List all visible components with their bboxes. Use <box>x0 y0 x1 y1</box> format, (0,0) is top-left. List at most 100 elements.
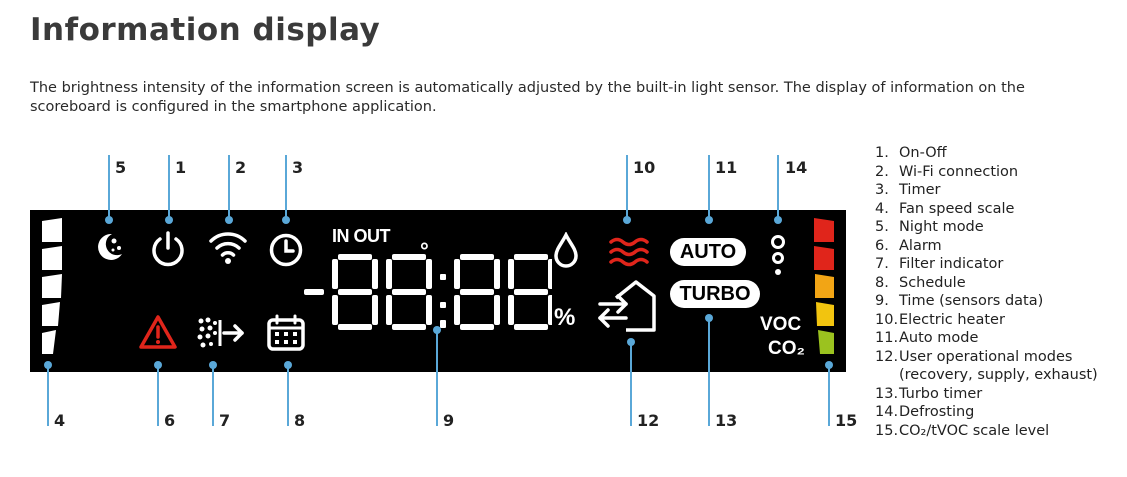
legend-item: 12.User operational modes <box>875 348 1098 367</box>
legend-item-text: Auto mode <box>899 330 979 346</box>
callout-number-15: 15 <box>835 411 858 430</box>
legend-item: 7. Filter indicator <box>875 255 1098 274</box>
callout-dot-11 <box>705 216 713 224</box>
legend-item: 3. Timer <box>875 181 1098 200</box>
callout-dot-1 <box>165 216 173 224</box>
alarm-icon <box>139 315 177 349</box>
auto-mode-badge: AUTO <box>670 238 746 266</box>
callout-dot-13 <box>705 314 713 322</box>
intro-text: The brightness intensity of the informat… <box>30 80 1025 115</box>
callout-dot-14 <box>774 216 782 224</box>
operational-mode-icon <box>598 280 656 332</box>
callout-number-13: 13 <box>715 411 738 430</box>
callout-line-10 <box>626 155 628 220</box>
legend-item-text: Timer <box>899 182 941 198</box>
legend-item-number: 13. <box>875 385 899 402</box>
callout-line-4 <box>47 366 49 426</box>
callout-dot-2 <box>225 216 233 224</box>
display-panel: IN OUT <box>30 210 846 372</box>
callout-dot-8 <box>284 361 292 369</box>
callout-line-9 <box>436 330 438 426</box>
legend-item: 11.Auto mode <box>875 329 1098 348</box>
callout-number-3: 3 <box>292 158 304 177</box>
timer-icon <box>269 233 303 267</box>
callout-dot-7 <box>209 361 217 369</box>
callout-number-10: 10 <box>633 158 656 177</box>
callout-number-7: 7 <box>219 411 231 430</box>
time-digits <box>304 254 552 330</box>
callout-dot-12 <box>627 338 635 346</box>
legend-item-number: 5. <box>875 219 889 235</box>
legend-item-text: CO₂/tVOC scale level <box>899 422 1050 439</box>
callout-line-14 <box>777 155 779 220</box>
legend-item-text: Defrosting <box>899 404 975 420</box>
callout-dot-3 <box>282 216 290 224</box>
defrosting-icon <box>771 235 785 275</box>
legend-item-text: Night mode <box>899 219 984 235</box>
legend-item: (recovery, supply, exhaust) <box>875 366 1098 385</box>
callout-line-7 <box>212 366 214 426</box>
legend-item: 8. Schedule <box>875 274 1098 293</box>
legend-item-text: Fan speed scale <box>899 200 1015 217</box>
legend-item: 1. On-Off <box>875 144 1098 163</box>
callout-dot-9 <box>433 326 441 334</box>
callout-number-14: 14 <box>785 158 808 177</box>
callout-line-2 <box>228 155 230 220</box>
legend-item-text: Schedule <box>899 274 966 291</box>
callout-dot-5 <box>105 216 113 224</box>
callout-line-12 <box>630 343 632 426</box>
legend-item-text: Wi-Fi connection <box>899 163 1019 180</box>
callout-number-6: 6 <box>164 411 176 430</box>
legend-item-text: (recovery, supply, exhaust) <box>899 367 1098 383</box>
callout-line-6 <box>157 366 159 426</box>
callout-number-2: 2 <box>235 158 247 177</box>
electric-heater-icon <box>609 237 649 267</box>
legend-item-text: Turbo timer <box>899 385 983 402</box>
filter-indicator-icon <box>197 317 244 348</box>
legend-item: 15.CO₂/tVOC scale level <box>875 422 1098 441</box>
legend-item-number: 14. <box>875 404 899 420</box>
legend-item-number: 10. <box>875 311 899 328</box>
night-mode-icon <box>98 233 122 260</box>
callout-line-11 <box>708 155 710 220</box>
legend-item-number: 7. <box>875 256 889 272</box>
legend-item-text: Time (sensors data) <box>899 293 1044 309</box>
in-out-label: IN OUT <box>332 226 391 246</box>
legend-item: 4. Fan speed scale <box>875 200 1098 219</box>
legend-item-text: Alarm <box>899 237 942 254</box>
co2-tvoc-scale <box>814 218 834 354</box>
callout-line-1 <box>168 155 170 220</box>
callout-number-8: 8 <box>294 411 306 430</box>
callout-dot-4 <box>44 361 52 369</box>
degree-symbol: ° <box>420 238 429 263</box>
legend-item: 14.Defrosting <box>875 403 1098 422</box>
legend-item-text: Filter indicator <box>899 256 1004 272</box>
legend-item-text: Electric heater <box>899 311 1005 328</box>
legend-item-number: 2. <box>875 163 889 180</box>
callout-number-9: 9 <box>443 411 455 430</box>
power-icon <box>152 231 184 267</box>
callout-number-1: 1 <box>175 158 187 177</box>
voc-label: VOC <box>760 314 802 335</box>
page-title: Information display <box>30 12 381 48</box>
callout-number-5: 5 <box>115 158 127 177</box>
wifi-icon <box>209 232 247 264</box>
percent-symbol: % <box>554 304 576 331</box>
legend-item-number: 1. <box>875 145 889 161</box>
legend-item: 10.Electric heater <box>875 311 1098 330</box>
legend-item-text: User operational modes <box>899 348 1073 365</box>
legend-item-number: 6. <box>875 237 889 254</box>
callout-number-4: 4 <box>54 411 66 430</box>
callout-line-8 <box>287 366 289 426</box>
legend-item-number: 3. <box>875 182 889 198</box>
legend-list: 1. On-Off 2. Wi-Fi connection 3. Timer 4. Fan s… <box>875 144 1098 440</box>
humidity-drop-icon <box>554 232 578 268</box>
callout-line-15 <box>828 366 830 426</box>
schedule-icon <box>267 314 305 351</box>
legend-item-number: 8. <box>875 274 889 291</box>
legend-item-text: On-Off <box>899 145 947 161</box>
callout-dot-6 <box>154 361 162 369</box>
legend-item: 9. Time (sensors data) <box>875 292 1098 311</box>
legend-item-number: 9. <box>875 293 889 309</box>
legend-item-number: 4. <box>875 200 889 217</box>
